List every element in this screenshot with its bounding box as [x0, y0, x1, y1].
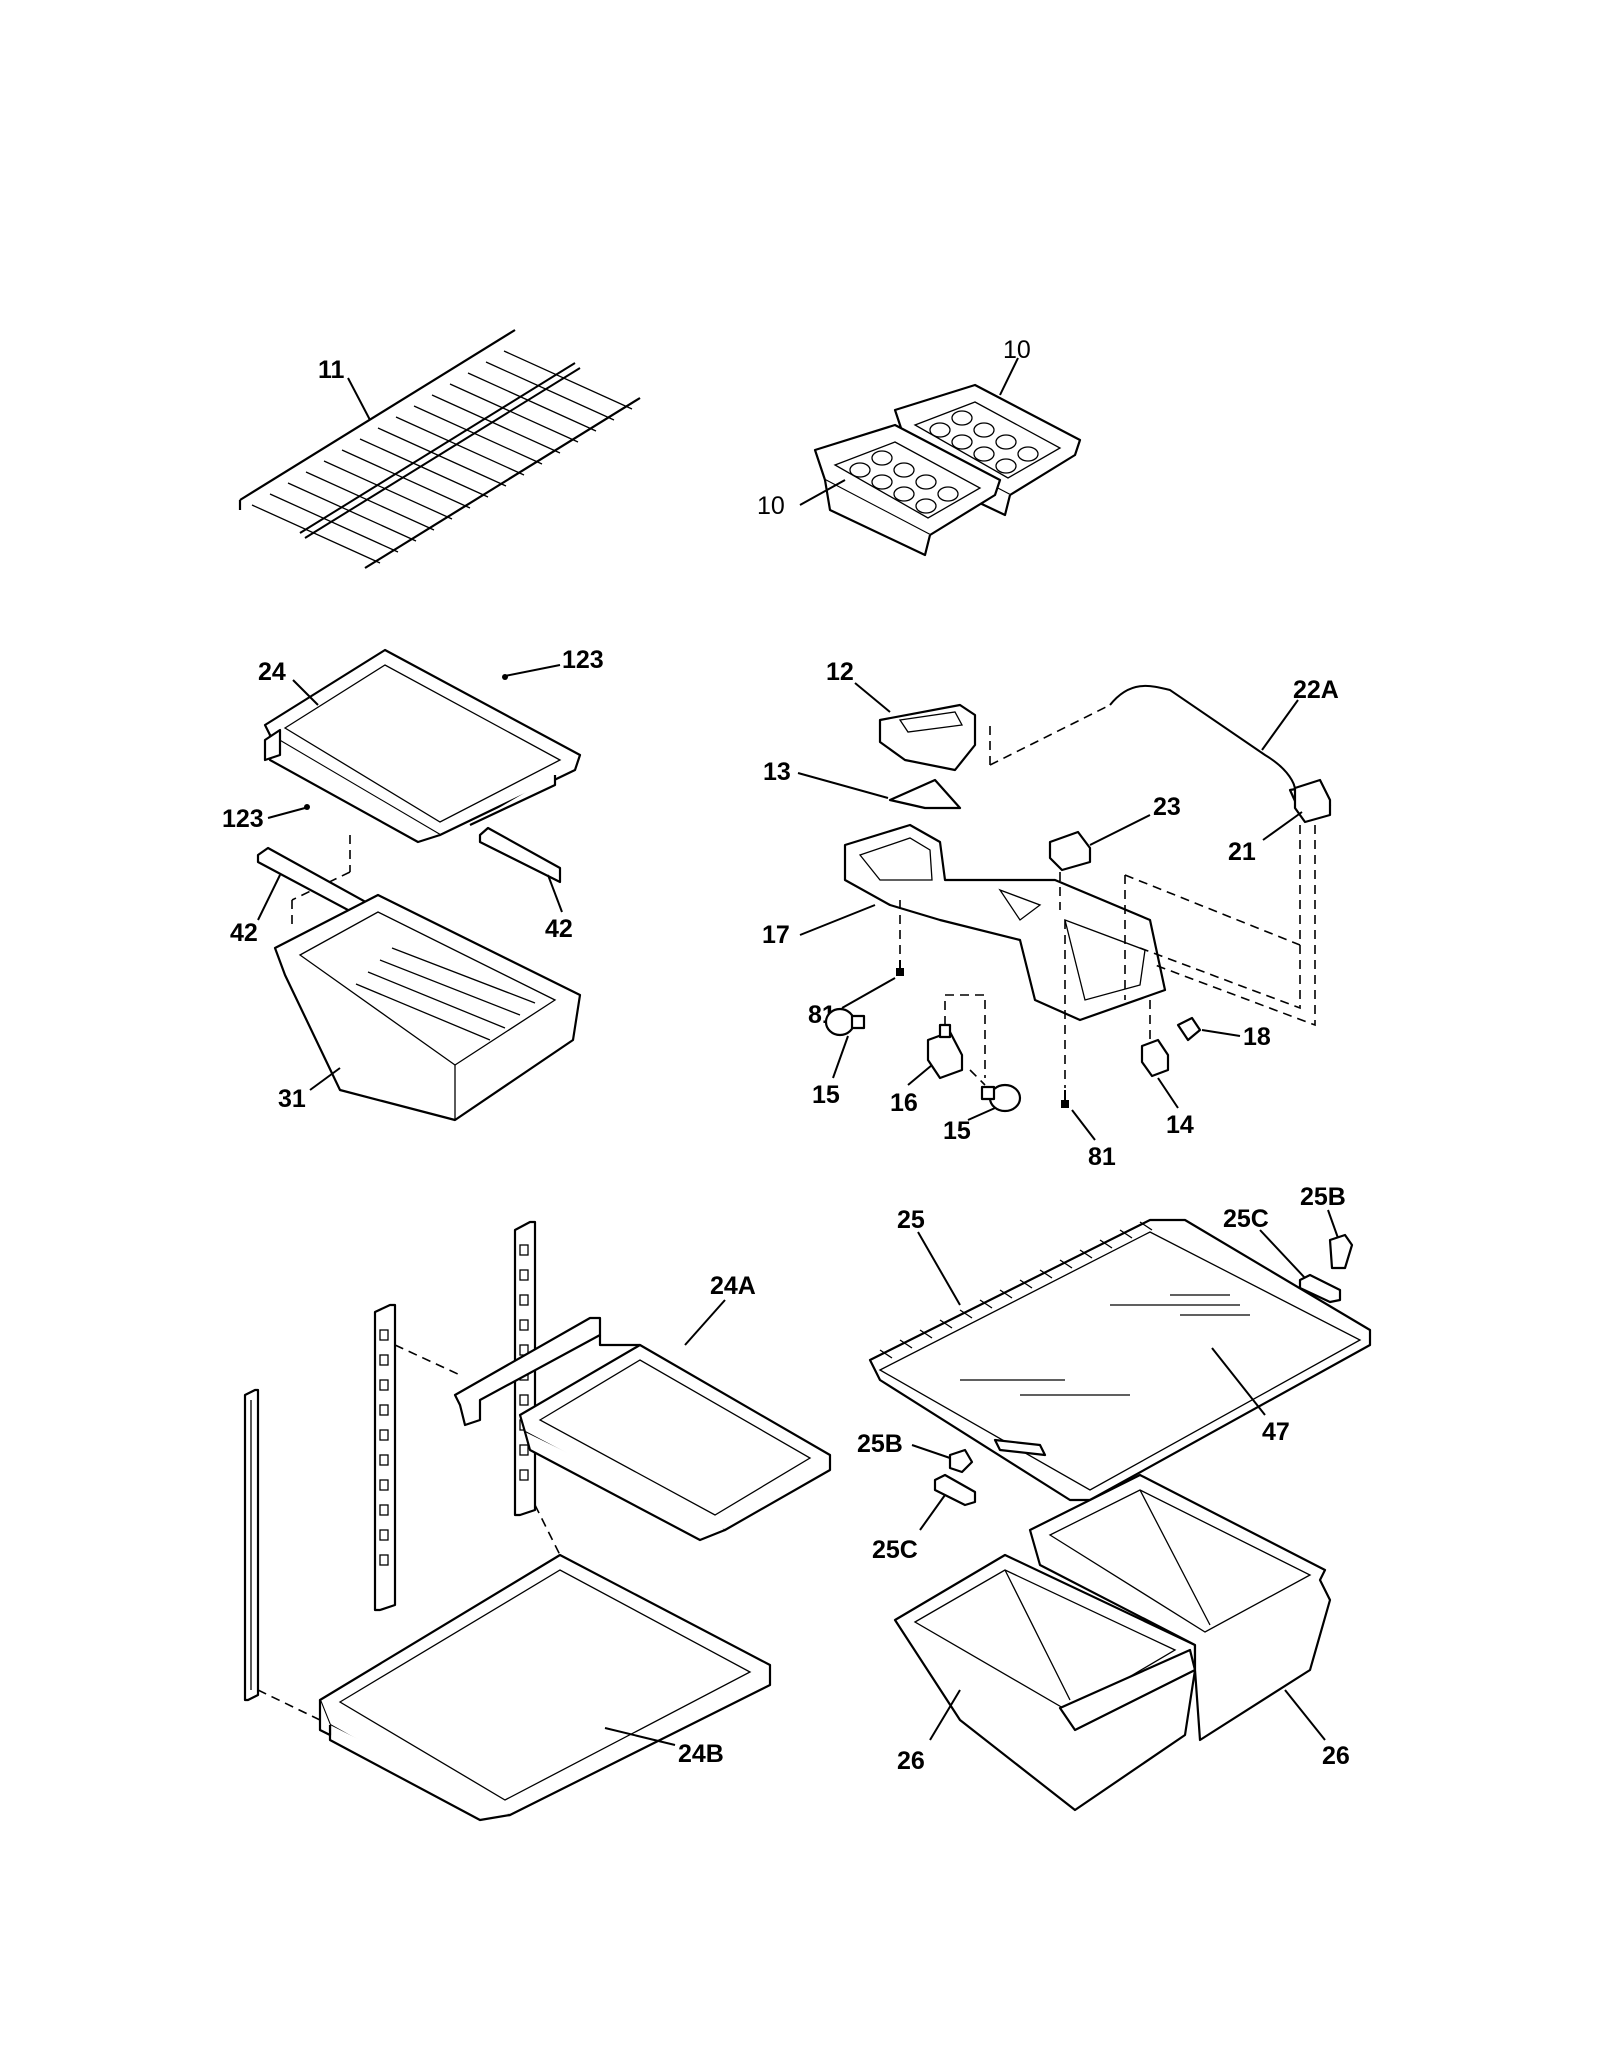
- glass-shelf-part-24A: [453, 1316, 832, 1542]
- callout-18: 18: [1243, 1023, 1271, 1051]
- connector-part-18: [1176, 1016, 1202, 1042]
- callout-14: 14: [1166, 1111, 1194, 1139]
- switch-part-21: [1293, 778, 1332, 824]
- bulb-part-15-left: [824, 1007, 866, 1037]
- chute-part-13: [888, 778, 962, 810]
- pan-part-31: [273, 893, 582, 1122]
- callout-123-lower: 123: [222, 805, 264, 833]
- drawer-part-26-left: [893, 1553, 1197, 1812]
- callout-21: 21: [1228, 838, 1256, 866]
- callout-22A: 22A: [1293, 676, 1339, 704]
- screw-part-81-left: [896, 960, 904, 976]
- callout-11: 11: [318, 356, 345, 384]
- wire-shelf-part-11: [238, 329, 641, 569]
- clip-part-25C-right: [1298, 1273, 1342, 1304]
- callout-25B-left: 25B: [857, 1430, 903, 1458]
- callout-25: 25: [897, 1206, 925, 1234]
- callout-16: 16: [890, 1089, 918, 1117]
- callout-26-left: 26: [897, 1747, 925, 1775]
- bulb-part-15-right: [980, 1083, 1022, 1113]
- callout-15-right: 15: [943, 1117, 971, 1145]
- callout-12: 12: [826, 658, 854, 686]
- socket-part-16: [926, 1023, 964, 1080]
- callout-24A: 24A: [710, 1272, 756, 1300]
- callout-47: 47: [1262, 1418, 1290, 1446]
- module-part-23: [1048, 830, 1092, 872]
- switch-part-14: [1140, 1038, 1170, 1078]
- callout-123-upper: 123: [562, 646, 604, 674]
- callout-13: 13: [763, 758, 791, 786]
- callout-81-right: 81: [1088, 1143, 1116, 1171]
- callout-10-upper: 10: [1003, 336, 1031, 364]
- bracket-part-25B-left: [948, 1448, 974, 1474]
- glass-shelf-part-24: [263, 648, 582, 844]
- callout-23: 23: [1153, 793, 1181, 821]
- bucket-part-12: [878, 703, 977, 772]
- crisper-cover-part-25: [868, 1218, 1372, 1502]
- rail-part-42-right: [478, 826, 562, 884]
- callout-24B: 24B: [678, 1740, 724, 1768]
- housing-part-17: [843, 823, 1167, 1022]
- callout-25B-right: 25B: [1300, 1183, 1346, 1211]
- callout-24: 24: [258, 658, 286, 686]
- callout-25C-left: 25C: [872, 1536, 918, 1564]
- glass-shelf-part-24B: [318, 1553, 772, 1822]
- callout-10-lower: 10: [757, 492, 785, 520]
- callout-15-left: 15: [812, 1081, 840, 1109]
- callout-17: 17: [762, 921, 790, 949]
- screw-part-81-right: [1061, 1090, 1069, 1108]
- callout-42-left: 42: [230, 919, 258, 947]
- callout-42-right: 42: [545, 915, 573, 943]
- callout-26-right: 26: [1322, 1742, 1350, 1770]
- drawer-part-26-right: [1028, 1473, 1332, 1742]
- bracket-part-25B-right: [1328, 1233, 1354, 1270]
- ladder-rail-left: [243, 1388, 260, 1702]
- ladder-rail-middle: [373, 1303, 397, 1612]
- clip-part-25C-left: [933, 1473, 977, 1507]
- callout-25C-right: 25C: [1223, 1205, 1269, 1233]
- callout-31: 31: [278, 1085, 306, 1113]
- ice-tray-lower-part-10: [813, 423, 1002, 557]
